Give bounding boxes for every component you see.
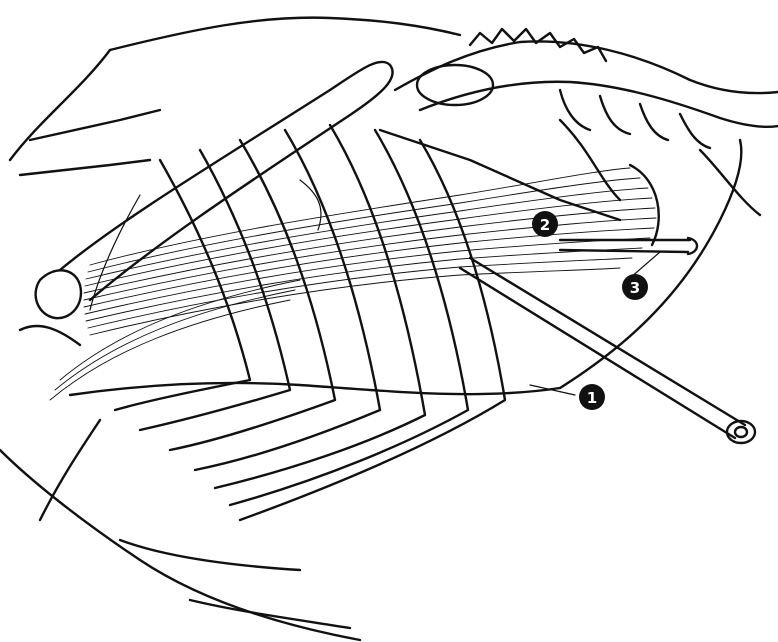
body-outline bbox=[0, 18, 460, 640]
svg-text:2: 2 bbox=[540, 216, 550, 234]
muscle-bundle bbox=[50, 165, 659, 400]
marker-1: 1 bbox=[579, 384, 605, 410]
tube bbox=[460, 258, 755, 443]
marker-3: 3 bbox=[622, 274, 648, 300]
svg-text:1: 1 bbox=[587, 389, 597, 407]
marker-2: 2 bbox=[532, 211, 558, 237]
vertebral-column bbox=[395, 29, 778, 215]
ventral-contour bbox=[40, 140, 741, 520]
svg-text:3: 3 bbox=[630, 279, 640, 297]
